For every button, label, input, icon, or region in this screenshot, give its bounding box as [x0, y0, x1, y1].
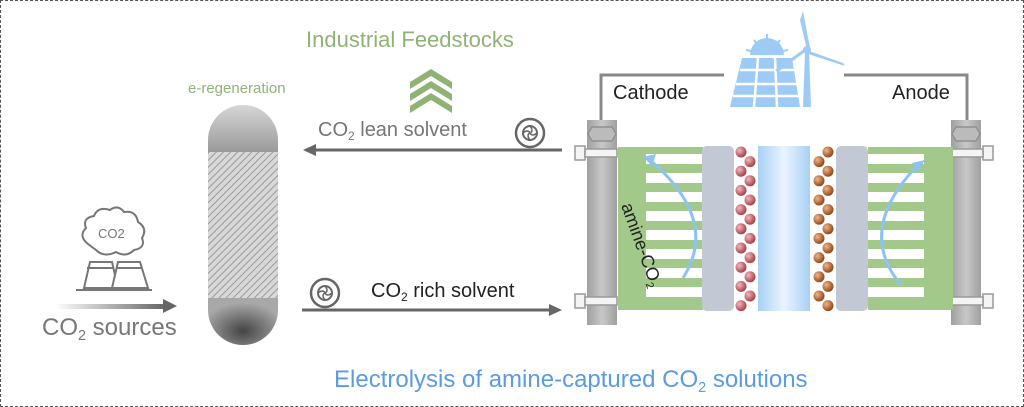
- circuit-wire: [599, 73, 969, 125]
- rich-solvent-label: CO2 rich solvent: [371, 280, 515, 305]
- cathode-particle: [735, 280, 747, 292]
- cathode-label: Cathode: [613, 82, 689, 104]
- flow-channel: [868, 173, 924, 183]
- bolt-icon: [587, 126, 981, 142]
- factory-icon-text: CO2: [98, 226, 125, 241]
- solar-grid: [733, 57, 799, 108]
- anode-particle: [822, 184, 834, 196]
- anode-particle: [822, 223, 834, 235]
- anode-particle: [822, 300, 834, 312]
- feedstocks-title: Industrial Feedstocks: [306, 27, 514, 52]
- anode-particle: [822, 204, 834, 216]
- cathode-particle: [744, 271, 756, 283]
- cathode-particle: [735, 146, 747, 158]
- flow-channel: [868, 154, 924, 164]
- anode-particle: [813, 271, 825, 283]
- flow-channel: [646, 173, 704, 183]
- anode-particle: [822, 261, 834, 273]
- cathode-particle: [735, 223, 747, 235]
- anode-particle: [813, 194, 825, 206]
- anode-particle: [813, 252, 825, 264]
- pump-icon: [309, 277, 341, 309]
- anode-particle: [822, 146, 834, 158]
- flow-channel: [646, 249, 704, 259]
- pump-icon: [514, 117, 546, 149]
- anode-particle: [822, 165, 834, 177]
- cathode-particle: [735, 261, 747, 273]
- flow-channel: [868, 268, 924, 278]
- flow-channel: [646, 211, 704, 221]
- anode-particle: [813, 290, 825, 302]
- anode-particle: [813, 213, 825, 225]
- co2-sources-label: CO2 sources: [42, 314, 177, 345]
- cathode-particle: [744, 290, 756, 302]
- anode-particle: [813, 156, 825, 168]
- lean-solvent-label: CO2 lean solvent: [318, 119, 467, 144]
- flow-channel: [646, 230, 704, 240]
- regeneration-label: e-regeneration: [188, 80, 286, 97]
- anode-particle: [813, 232, 825, 244]
- flow-channel: [646, 268, 704, 278]
- anode-particle: [822, 280, 834, 292]
- cathode-particle: [744, 175, 756, 187]
- rich-solvent-arrow: [302, 304, 562, 316]
- flow-channel: [646, 192, 704, 202]
- anode-particle: [822, 242, 834, 254]
- electrolyzer-cell: [574, 120, 994, 325]
- lean-solvent-arrow: [303, 144, 562, 156]
- wind-turbine-icon: [775, 11, 845, 107]
- flow-channel: [868, 230, 924, 240]
- cathode-particle: [735, 165, 747, 177]
- anode-particle: [813, 175, 825, 187]
- cathode-particle: [744, 252, 756, 264]
- flow-channel: [868, 287, 924, 297]
- flow-channel: [868, 249, 924, 259]
- cathode-particle: [735, 242, 747, 254]
- cathode-particle: [735, 184, 747, 196]
- cathode-particle: [744, 194, 756, 206]
- flow-channel: [646, 287, 704, 297]
- cathode-particle: [744, 232, 756, 244]
- anode-label: Anode: [892, 82, 950, 104]
- caption: Electrolysis of amine-captured CO2 solut…: [334, 366, 808, 397]
- flow-channel: [868, 192, 924, 202]
- cathode-particle: [744, 213, 756, 225]
- factory-icon: [76, 206, 152, 291]
- chevron-up-icon: [410, 69, 452, 113]
- sources-arrow: [55, 299, 177, 313]
- regeneration-column: [208, 105, 278, 345]
- cathode-particle: [735, 300, 747, 312]
- cathode-particle: [744, 156, 756, 168]
- cathode-particle: [735, 204, 747, 216]
- flow-channel: [868, 211, 924, 221]
- flow-channel: [646, 154, 704, 164]
